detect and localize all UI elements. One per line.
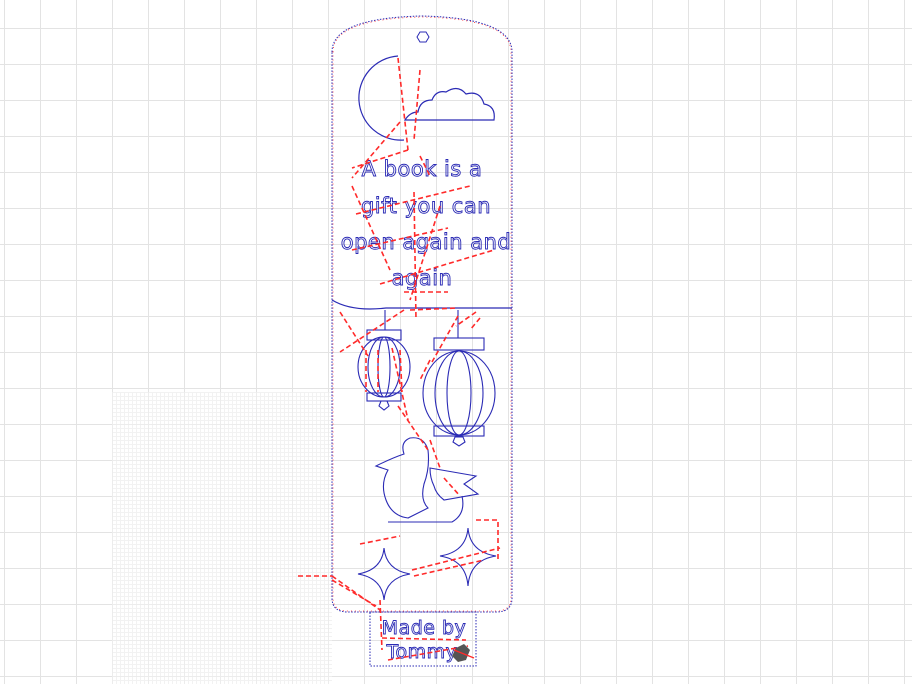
quote-line-4[interactable]: again [391,266,453,291]
sparkle-star-icon-left[interactable] [357,547,411,601]
crescent-moon-icon[interactable] [358,55,405,141]
quote-line-1[interactable]: A book is a [361,157,483,182]
hanging-hole-icon[interactable] [416,31,430,43]
rabbit-figure-icon[interactable] [374,437,480,523]
sparkle-star-icon-right[interactable] [439,527,497,587]
travel-path-lines [298,57,501,661]
large-lantern-icon[interactable] [422,310,496,447]
cloud-icon[interactable] [403,87,495,121]
credit-line-1[interactable]: Made by [381,617,467,640]
fine-grid-region [112,392,332,684]
credit-tag-outline[interactable] [369,611,477,667]
lantern-string-line[interactable] [331,299,512,310]
credit-line-2[interactable]: Tommy [385,641,458,664]
bookmark-outline[interactable] [331,15,513,613]
quote-line-2[interactable]: gift you can [361,194,491,219]
bookmark-outline-red [332,16,512,612]
toolhead-marker-icon [452,644,475,662]
